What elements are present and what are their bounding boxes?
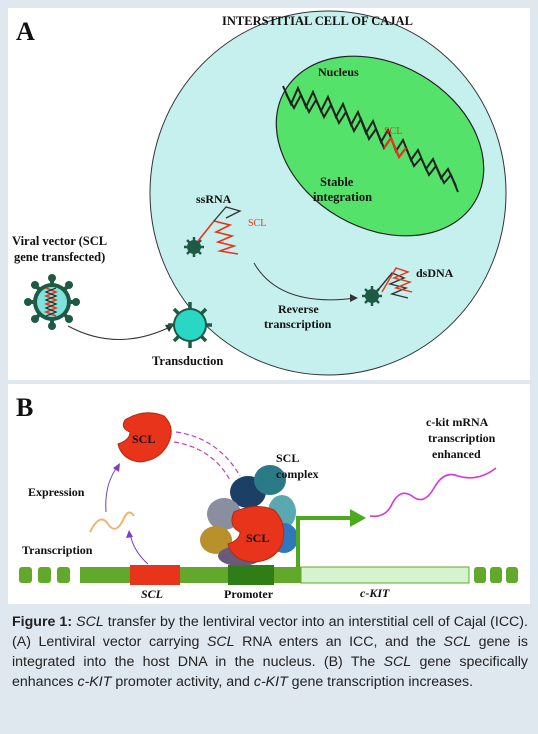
expression-arrowhead <box>113 463 120 472</box>
panel-a: Nucleus SCL Stable integration A INTERST… <box>8 8 530 380</box>
caption-text-4: gene specifically enhances <box>12 654 528 690</box>
caption-text-2: RNA enters an ICC, and the <box>234 634 444 650</box>
panel-b-letter: B <box>16 393 33 422</box>
transduction-label: Transduction <box>152 354 223 368</box>
gene-ckit-label: c-KIT <box>360 586 390 600</box>
reverse-transcription-arrow <box>253 262 357 301</box>
reverse-label-1: Reverse <box>278 302 319 316</box>
reverse-arrowhead <box>350 294 358 302</box>
caption-text-1: transfer by the lentiviral vector into a… <box>12 614 528 650</box>
expression-label: Expression <box>28 485 85 499</box>
panel-b: B SCL Promoter c-KIT Transcription Expre… <box>8 384 530 604</box>
panel-a-title: INTERSTITIAL CELL OF CAJAL <box>222 14 413 28</box>
panel-a-letter: A <box>16 17 35 46</box>
dna-bar <box>19 565 518 585</box>
gene-scl-label: SCL <box>141 587 163 601</box>
caption-text-3: gene is integrated into the host DNA in … <box>12 634 528 670</box>
viral-vector-label-1: Viral vector (SCL <box>12 234 107 248</box>
ssrna-label: ssRNA <box>196 192 232 206</box>
expression-arrow <box>105 465 119 513</box>
scl-protein-label: SCL <box>132 432 155 446</box>
caption-scl-1: SCL <box>76 614 104 630</box>
caption-ckit-2: c-KIT <box>253 674 288 690</box>
caption-text-6: gene transcription increases. <box>287 674 474 690</box>
promoter-segment <box>228 565 274 585</box>
caption-scl-3: SCL <box>443 634 472 650</box>
viral-vector <box>24 274 80 330</box>
dsdna-particle <box>362 267 413 306</box>
scl-gene-segment <box>130 565 180 585</box>
mrna-label-3: enhanced <box>432 447 481 461</box>
scl-complex-label-2: complex <box>276 467 319 481</box>
caption-ckit-1: c-KIT <box>77 674 112 690</box>
nucleus-dna-strand-1 <box>282 85 457 187</box>
transcription-arrow <box>129 533 149 565</box>
mrna-squiggle <box>89 511 135 533</box>
activation-arrowhead <box>350 509 366 527</box>
scl-complex-label-1: SCL <box>276 451 299 465</box>
viral-vector-label-2: gene transfected) <box>14 250 105 264</box>
transcription-arrowhead <box>126 530 133 538</box>
transduction-arrow <box>67 325 173 340</box>
caption-scl-4: SCL <box>383 654 412 670</box>
binding-dash-2 <box>173 441 231 481</box>
scl-complex <box>200 465 298 566</box>
entering-particle <box>168 302 212 348</box>
nucleus-scl-segment <box>383 135 407 160</box>
promoter-label: Promoter <box>224 587 274 601</box>
stable-integration-label-1: Stable <box>320 175 354 189</box>
caption-scl-2: SCL <box>206 634 235 650</box>
ssrna-scl-label: SCL <box>248 218 266 229</box>
scl-protein <box>117 412 172 463</box>
caption-figure-label: Figure 1: <box>12 614 73 630</box>
binding-dash-1 <box>175 431 241 477</box>
activation-arrow <box>296 516 352 567</box>
nucleus-label: Nucleus <box>318 65 359 79</box>
reverse-label-2: transcription <box>264 317 332 331</box>
ckit-mrna <box>369 467 497 518</box>
ckit-gene-segment <box>300 566 470 584</box>
stable-integration-label-2: integration <box>313 190 372 204</box>
nucleus-dna-strand-2 <box>285 92 459 193</box>
mrna-label-2: transcription <box>428 431 496 445</box>
figure-caption: Figure 1: SCL transfer by the lentiviral… <box>12 612 528 692</box>
nucleus-scl-label: SCL <box>384 126 402 137</box>
caption-text-5: promoter activity, and <box>111 674 254 690</box>
dsdna-label: dsDNA <box>416 266 454 280</box>
transcription-label: Transcription <box>22 543 93 557</box>
ssrna-particle <box>184 206 242 257</box>
mrna-label-1: c-kit mRNA <box>426 415 489 429</box>
complex-scl-label: SCL <box>246 531 269 545</box>
